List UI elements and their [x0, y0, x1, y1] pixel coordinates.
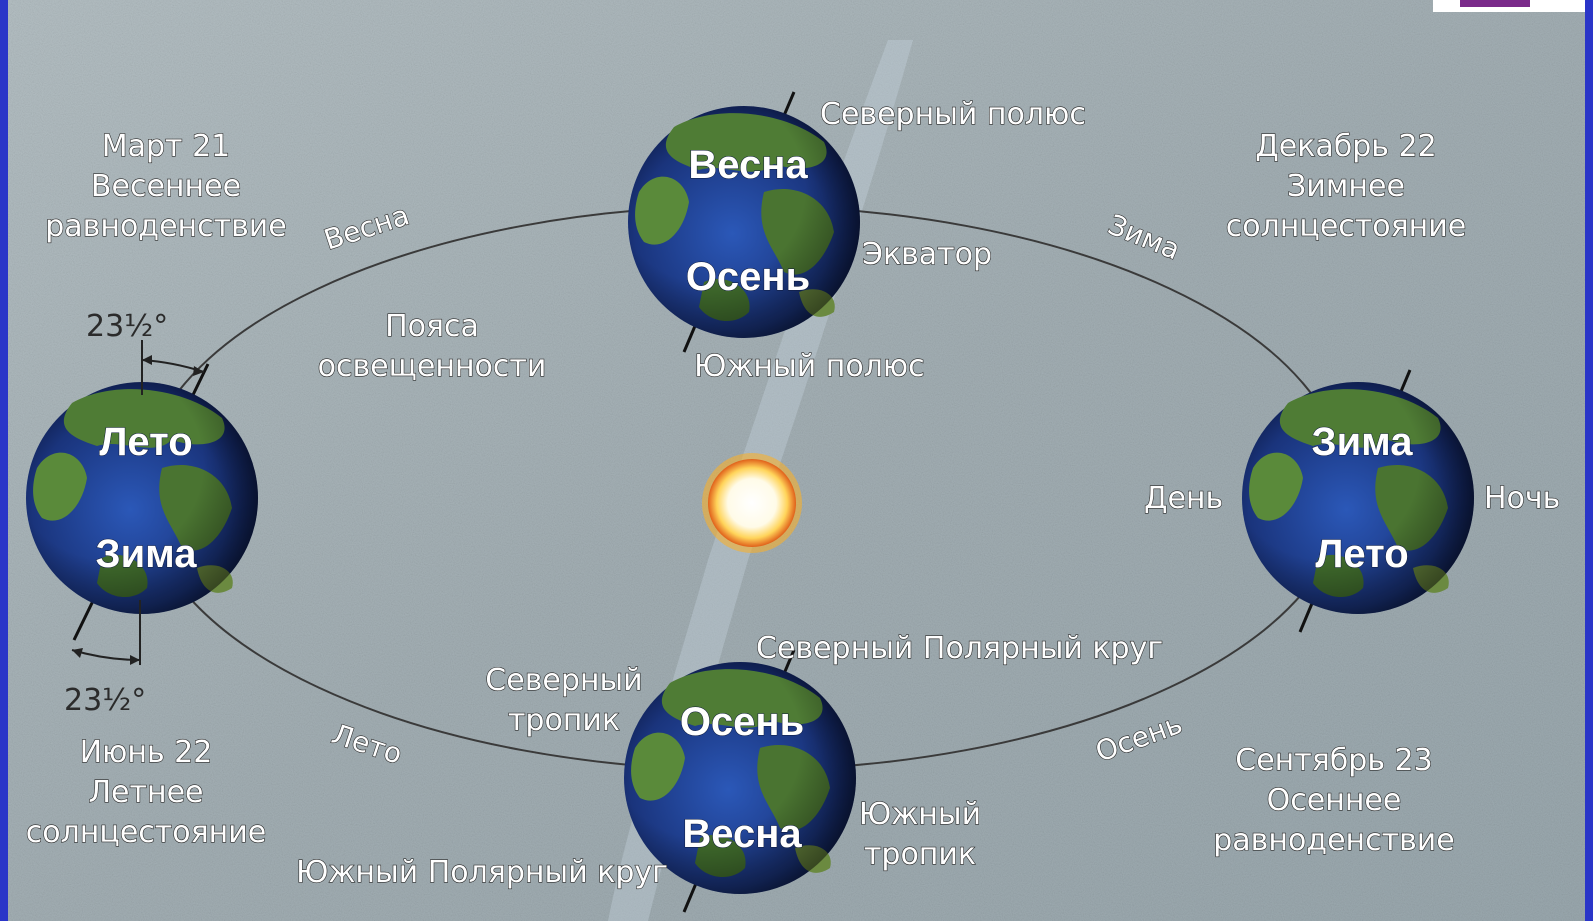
day-label: День: [1144, 481, 1223, 516]
tropic-of-cancer-label: Северный тропик: [485, 662, 644, 738]
svg-text:Март 21: Март 21: [102, 129, 231, 164]
tilt-marker-bottom: [71, 600, 141, 665]
svg-text:Пояса: Пояса: [385, 309, 479, 344]
svg-text:солнцестояние: солнцестояние: [1226, 209, 1466, 244]
svg-text:Южный: Южный: [859, 797, 981, 832]
earth-top: Весна Осень: [628, 91, 860, 353]
svg-text:Осеннее: Осеннее: [1267, 783, 1402, 818]
svg-text:Весеннее: Весеннее: [91, 169, 241, 204]
label-march-21: Март 21 Весеннее равноденствие: [45, 128, 288, 244]
tilt-marker-top: [141, 340, 205, 395]
earth-bottom: Осень Весна: [624, 649, 856, 913]
svg-text:равноденствие: равноденствие: [1213, 823, 1455, 858]
svg-text:тропик: тропик: [864, 837, 976, 872]
earth-right: Зима Лето: [1242, 369, 1474, 633]
tilt-angle-top: 23½°: [86, 309, 168, 344]
label-september-23: Сентябрь 23 Осеннее равноденствие: [1213, 742, 1456, 858]
tilt-angle-bottom: 23½°: [64, 683, 146, 718]
svg-text:солнцестояние: солнцестояние: [26, 815, 266, 850]
label-december-22: Декабрь 22 Зимнее солнцестояние: [1225, 128, 1467, 244]
svg-text:Декабрь 22: Декабрь 22: [1255, 129, 1436, 164]
earth-bottom-upper-label: Осень: [680, 700, 804, 744]
equator-label: Экватор: [862, 237, 992, 272]
svg-text:Июнь 22: Июнь 22: [80, 735, 213, 770]
svg-text:равноденствие: равноденствие: [45, 209, 287, 244]
svg-text:Северный: Северный: [485, 663, 642, 698]
earth-bottom-lower-label: Весна: [682, 812, 802, 856]
earth-right-lower-label: Лето: [1315, 532, 1408, 576]
sun: [702, 453, 802, 553]
night-label: Ночь: [1484, 481, 1560, 516]
illumination-zones-label: Пояса освещенности: [317, 308, 547, 384]
earth-left-lower-label: Зима: [96, 532, 198, 576]
north-pole-label: Северный полюс: [820, 97, 1086, 132]
south-pole-label: Южный полюс: [694, 349, 925, 384]
svg-text:Летнее: Летнее: [88, 775, 203, 810]
svg-text:Сентябрь 23: Сентябрь 23: [1235, 743, 1432, 778]
tropic-of-capricorn-label: Южный тропик: [858, 796, 981, 872]
svg-text:освещенности: освещенности: [318, 349, 547, 384]
earth-top-lower-label: Осень: [686, 255, 810, 299]
label-june-22: Июнь 22 Летнее солнцестояние: [25, 734, 267, 850]
svg-text:тропик: тропик: [508, 703, 620, 738]
earth-top-upper-label: Весна: [688, 143, 808, 187]
earth-left-upper-label: Лето: [99, 420, 192, 464]
earth-left: Лето Зима: [26, 363, 258, 641]
antarctic-circle-label: Южный Полярный круг: [296, 855, 668, 890]
earth-orbit-seasons-diagram: Весна Осень Лето Зима Зима Лето Осень Ве…: [8, 0, 1585, 921]
svg-text:Зимнее: Зимнее: [1287, 169, 1405, 204]
arctic-circle-label: Северный Полярный круг: [756, 631, 1163, 666]
diagram-stage: Весна Осень Лето Зима Зима Лето Осень Ве…: [8, 0, 1585, 921]
earth-right-upper-label: Зима: [1312, 420, 1414, 464]
top-right-logo-mark: [1460, 0, 1530, 7]
